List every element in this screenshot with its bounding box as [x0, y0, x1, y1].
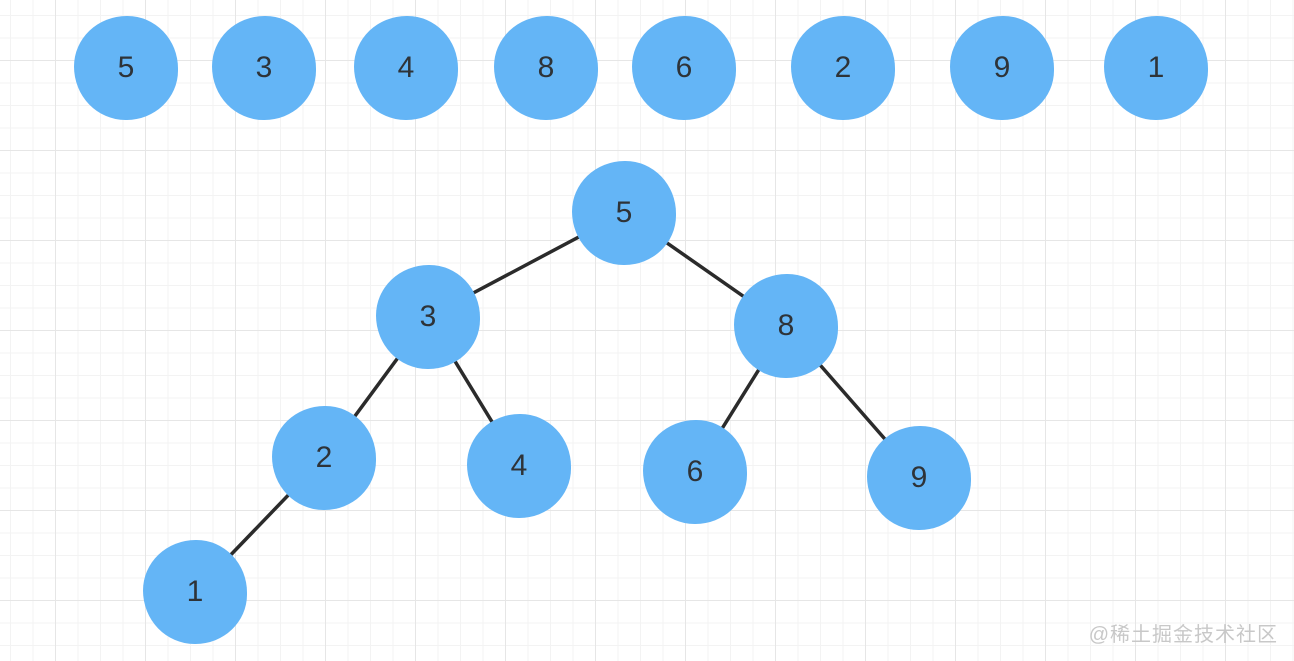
- array-node: 4: [354, 16, 458, 120]
- tree-node: 1: [143, 540, 247, 644]
- watermark-text: @稀土掘金技术社区: [1088, 624, 1278, 646]
- array-node: 6: [632, 16, 736, 120]
- array-node: 3: [212, 16, 316, 120]
- array-node: 8: [494, 16, 598, 120]
- tree-node: 2: [272, 406, 376, 510]
- tree-node: 5: [572, 161, 676, 265]
- tree-node: 4: [467, 414, 571, 518]
- array-node: 2: [791, 16, 895, 120]
- array-node: 1: [1104, 16, 1208, 120]
- tree-node: 8: [734, 274, 838, 378]
- array-node: 5: [74, 16, 178, 120]
- tree-node: 3: [376, 265, 480, 369]
- array-node: 9: [950, 16, 1054, 120]
- tree-node: 6: [643, 420, 747, 524]
- tree-node: 9: [867, 426, 971, 530]
